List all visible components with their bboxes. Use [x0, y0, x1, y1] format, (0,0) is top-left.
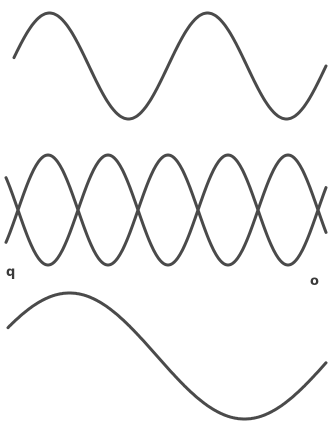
top-sine-wave [14, 13, 326, 119]
middle-sine-curve-b [6, 155, 326, 265]
bottom-sine-wave [8, 293, 326, 419]
left-end-label: q [6, 265, 15, 280]
middle-sine-curve-a [6, 155, 326, 265]
right-end-label: o [310, 274, 319, 289]
